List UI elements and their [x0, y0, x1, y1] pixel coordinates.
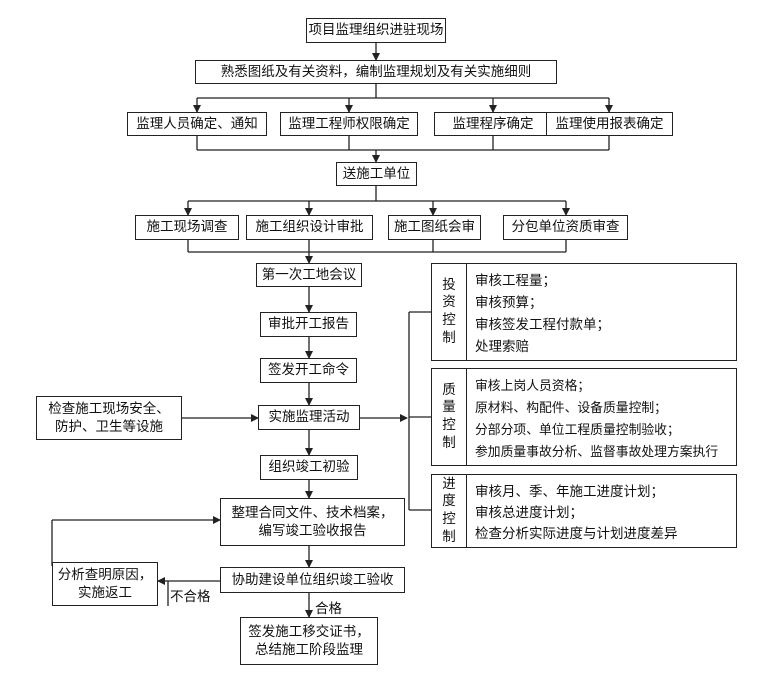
node-organize-documents: 整理合同文件、技术档案，编写竣工验收报告	[220, 498, 405, 546]
panel-item: 审核月、季、年施工进度计划；	[475, 483, 664, 500]
panel-item: 审核工程量；	[475, 273, 556, 289]
node-supervision-activity: 实施监理活动	[258, 405, 360, 430]
node-approve-start-report: 审批开工报告	[260, 312, 357, 337]
panel-item: 审核总进度计划；	[475, 504, 583, 521]
panel-item: 审核签发工程付款单；	[475, 317, 610, 333]
panel-item: 审核预算；	[475, 295, 543, 311]
node-handover-certificate: 签发施工移交证书，总结施工阶段监理	[240, 617, 378, 665]
node-enter-site: 项目监理组织进驻现场	[306, 18, 446, 43]
panel-item: 检查分析实际进度与计划进度差异	[475, 526, 678, 543]
node-prepare-plan: 熟悉图纸及有关资料，编制监理规划及有关实施细则	[195, 60, 557, 84]
node-final-acceptance: 协助建设单位组织竣工验收	[220, 567, 405, 593]
panel-tag: 进度控制	[432, 475, 467, 547]
panel-item: 原材料、构配件、设备质量控制；	[475, 400, 667, 416]
node-procedure: 监理程序确定	[434, 112, 552, 136]
node-staff-notify: 监理人员确定、通知	[127, 112, 267, 136]
node-issue-start-order: 签发开工命令	[260, 358, 357, 383]
panel-item: 参加质量事故分析、监督事故处理方案执行	[475, 444, 719, 460]
label-fail: 不合格	[170, 589, 211, 605]
node-subcontractor-check: 分包单位资质审查	[503, 215, 628, 240]
panel-tag: 质量控制	[432, 369, 467, 465]
node-site-survey: 施工现场调查	[135, 215, 239, 240]
node-analyze-rework: 分析查明原因，实施返工	[52, 562, 158, 606]
panel-schedule-control: 进度控制 审核月、季、年施工进度计划； 审核总进度计划； 检查分析实际进度与计划…	[431, 474, 737, 548]
node-preliminary-acceptance: 组织竣工初验	[260, 455, 358, 480]
panel-item: 分部分项、单位工程质量控制验收；	[475, 422, 680, 438]
panel-items: 审核上岗人员资格； 原材料、构配件、设备质量控制； 分部分项、单位工程质量控制验…	[467, 369, 736, 465]
node-org-design-approval: 施工组织设计审批	[246, 215, 373, 240]
panel-item: 处理索赔	[475, 339, 529, 355]
panel-quality-control: 质量控制 审核上岗人员资格； 原材料、构配件、设备质量控制； 分部分项、单位工程…	[431, 368, 737, 466]
node-site-safety-check: 检查施工现场安全、防护、卫生等设施	[36, 396, 182, 440]
panel-items: 审核月、季、年施工进度计划； 审核总进度计划； 检查分析实际进度与计划进度差异	[467, 475, 736, 547]
node-engineer-authority: 监理工程师权限确定	[280, 112, 418, 136]
node-send-contractor: 送施工单位	[336, 162, 417, 186]
label-pass: 合格	[315, 601, 342, 617]
node-first-meeting: 第一次工地会议	[256, 263, 362, 287]
panel-investment-control: 投资控制 审核工程量； 审核预算； 审核签发工程付款单； 处理索赔	[431, 263, 737, 361]
panel-items: 审核工程量； 审核预算； 审核签发工程付款单； 处理索赔	[467, 264, 736, 360]
panel-tag: 投资控制	[432, 264, 467, 360]
node-report-forms: 监理使用报表确定	[546, 112, 673, 136]
node-drawing-review: 施工图纸会审	[388, 215, 481, 240]
panel-item: 审核上岗人员资格；	[475, 378, 591, 394]
